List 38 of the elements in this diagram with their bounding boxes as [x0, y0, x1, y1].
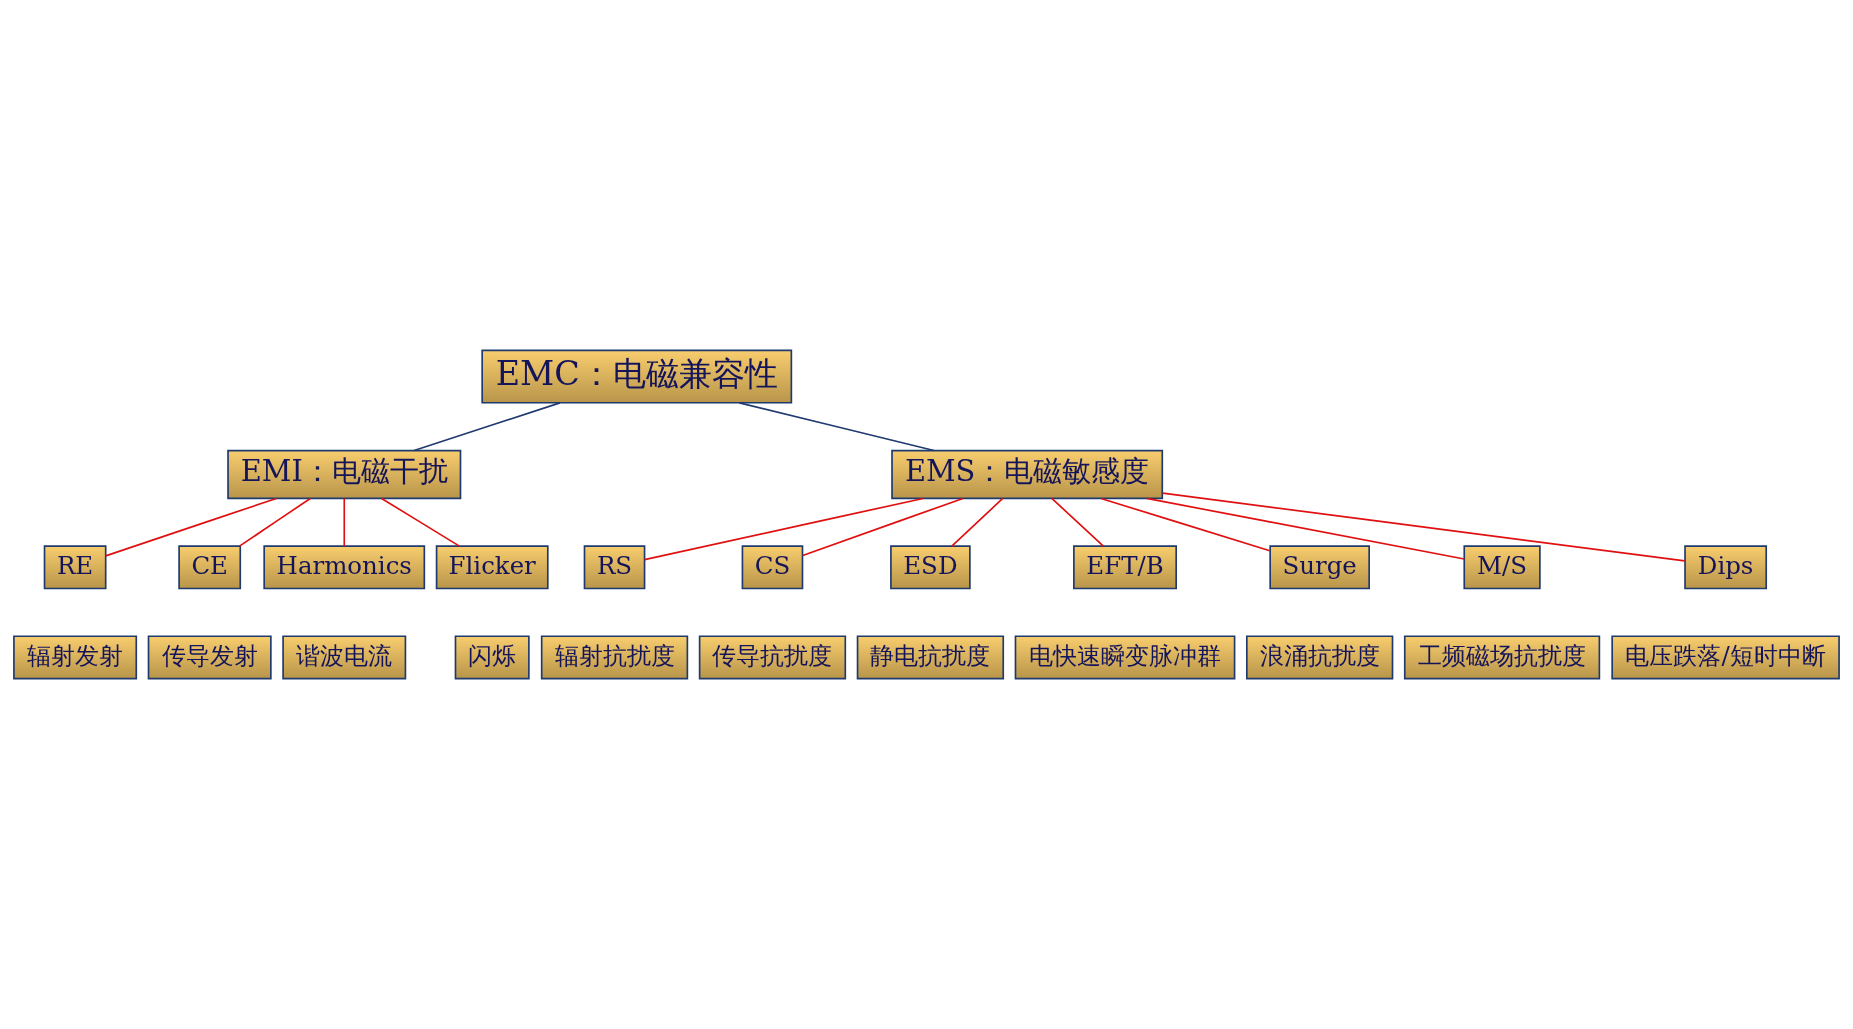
node-box: 浪涌抗扰度 — [1246, 635, 1394, 680]
node-box: EMI：电磁干扰 — [227, 449, 462, 500]
node-box: 传导发射 — [147, 635, 272, 680]
node-box: 电快速瞬变脉冲群 — [1014, 635, 1236, 680]
connector — [380, 497, 461, 547]
node-box: 闪烁 — [454, 635, 530, 680]
connector — [238, 497, 312, 547]
node-box: Harmonics — [263, 545, 426, 590]
node-box: RS — [583, 545, 646, 590]
node-box: EFT/B — [1073, 545, 1178, 590]
node-box: RE — [43, 545, 107, 590]
connector — [801, 497, 964, 557]
node-box: 工频磁场抗扰度 — [1403, 635, 1601, 680]
connector — [951, 497, 1004, 547]
node-box: 谐波电流 — [282, 635, 407, 680]
node-box: EMS：电磁敏感度 — [891, 449, 1164, 500]
node-box: CE — [178, 545, 242, 590]
connector — [738, 402, 935, 452]
connector — [1100, 497, 1271, 552]
node-box: Dips — [1684, 545, 1768, 590]
node-box: Flicker — [435, 545, 549, 590]
node-box: 辐射抗扰度 — [540, 635, 689, 680]
node-box: EMC：电磁兼容性 — [481, 349, 793, 404]
connector — [1145, 497, 1466, 560]
connector — [1051, 497, 1105, 547]
node-box: ESD — [890, 545, 971, 590]
node-box: 电压跌落/短时中断 — [1611, 635, 1840, 680]
node-box: 辐射发射 — [13, 635, 138, 680]
node-box: 静电抗扰度 — [856, 635, 1005, 680]
node-box: CS — [741, 545, 804, 590]
node-box: M/S — [1463, 545, 1541, 590]
node-box: 传导抗扰度 — [698, 635, 847, 680]
connector — [104, 497, 278, 557]
connector — [343, 497, 346, 547]
connector — [1161, 492, 1686, 562]
node-box: Surge — [1269, 545, 1370, 590]
connector — [643, 497, 924, 561]
connector — [413, 402, 561, 452]
